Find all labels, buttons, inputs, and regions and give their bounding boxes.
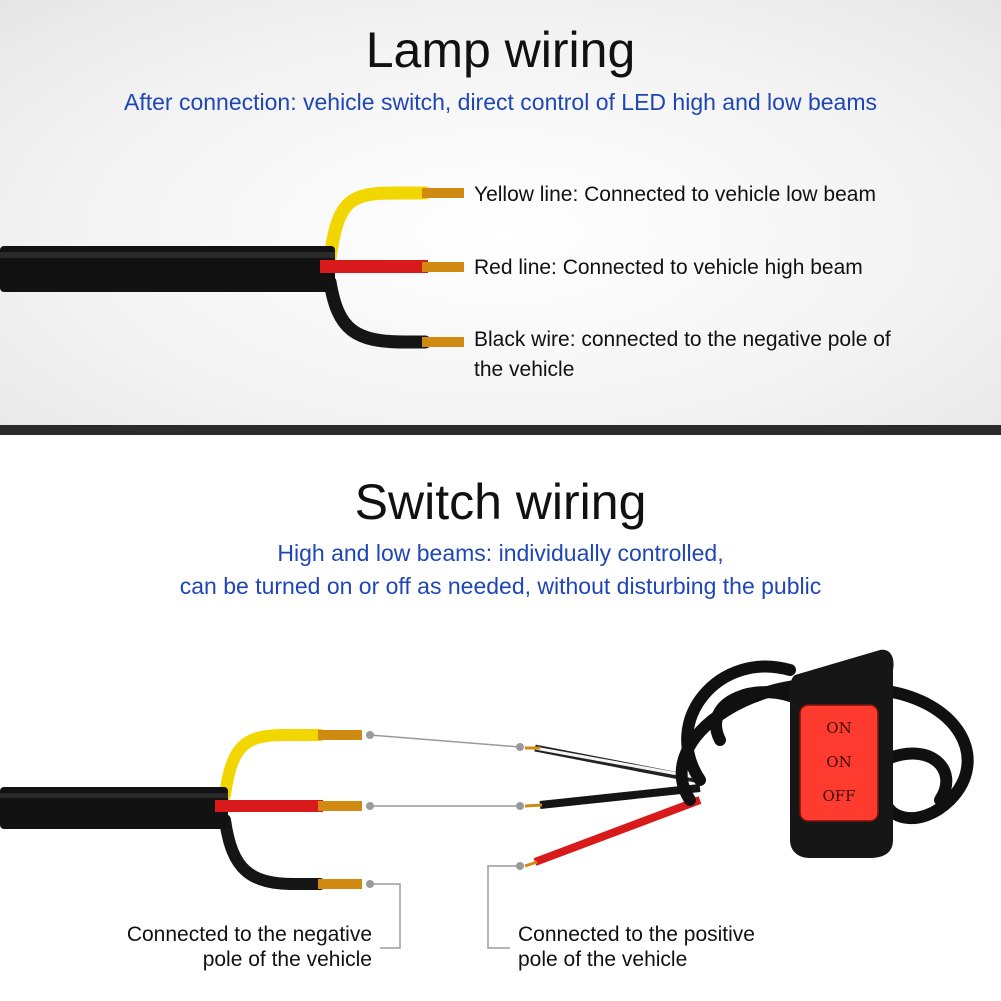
lamp-wiring-title: Lamp wiring xyxy=(365,22,636,78)
negative-pole-label-line1: Connected to the negative xyxy=(126,923,372,946)
switch-wiring-subtitle-line2: can be turned on or off as needed, witho… xyxy=(179,573,822,599)
switch-face-labels: ON ON OFF xyxy=(822,719,855,805)
handlebar-switch xyxy=(790,649,894,858)
negative-pole-label-line2: pole of the vehicle xyxy=(202,948,372,971)
switch-wiring-title: Switch wiring xyxy=(354,474,647,530)
positive-pole-label-line1: Connected to the positive xyxy=(518,923,755,946)
red-wire-label: Red line: Connected to vehicle high beam xyxy=(474,256,863,279)
black-wire-label-line1: Black wire: connected to the negative po… xyxy=(474,328,891,351)
switch-left-cable xyxy=(0,729,362,890)
switch-wiring-subtitle-line1: High and low beams: individually control… xyxy=(277,540,724,566)
switch-label-on-2: ON xyxy=(826,753,851,771)
switch-label-on-1: ON xyxy=(826,719,851,737)
lamp-wiring-subtitle: After connection: vehicle switch, direct… xyxy=(124,89,877,115)
lamp-cable xyxy=(0,186,464,349)
positive-pole-label-line2: pole of the vehicle xyxy=(518,948,688,971)
connection-dots xyxy=(366,731,524,888)
switch-label-off: OFF xyxy=(822,787,855,805)
switch-leads xyxy=(524,744,702,868)
connection-guides xyxy=(369,734,521,949)
yellow-wire-label: Yellow line: Connected to vehicle low be… xyxy=(474,183,876,206)
section-divider xyxy=(0,425,1001,435)
black-wire-label-line2: the vehicle xyxy=(474,358,575,381)
lamp-wiring-panel xyxy=(0,0,1001,425)
